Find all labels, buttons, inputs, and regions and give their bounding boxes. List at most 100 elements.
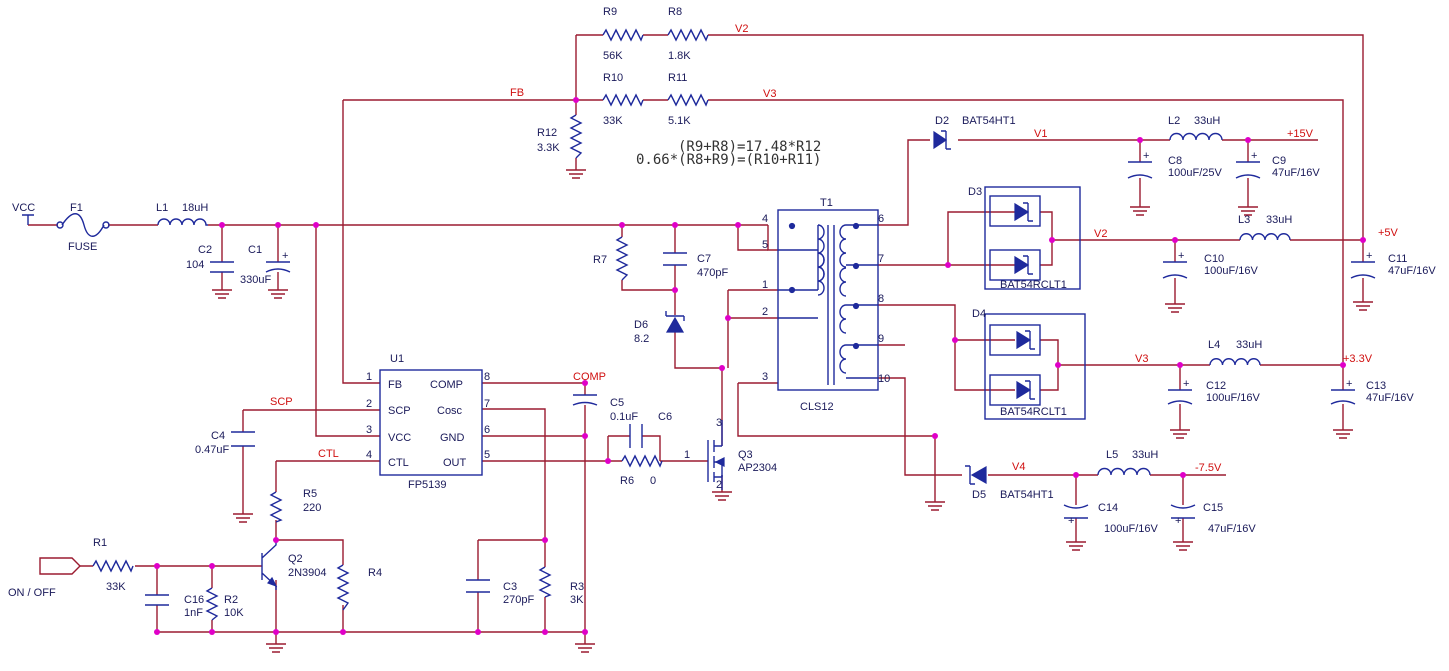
label-d3-part: BAT54RCLT1	[1000, 279, 1067, 291]
label-c10: C10	[1204, 253, 1224, 265]
capacitor-c8	[1127, 161, 1153, 179]
label-c3: C3	[503, 581, 517, 593]
label-c15: C15	[1203, 502, 1223, 514]
pin-number: 1	[366, 371, 372, 383]
label-r3: R3	[570, 581, 584, 593]
inductor-l4	[1209, 358, 1261, 366]
label-r9: R9	[603, 6, 617, 18]
label-r12: R12	[537, 127, 557, 139]
diode-d4	[984, 313, 1086, 420]
fuse-f1-terminal-right	[102, 221, 110, 229]
inductor-l1	[157, 218, 208, 226]
pin-gnd: GND	[440, 432, 465, 444]
svg-text:+: +	[1143, 150, 1149, 162]
net-plus-3v3: +3.3V	[1343, 353, 1373, 365]
junction-dots	[154, 97, 1366, 635]
transistors	[261, 420, 725, 590]
label-d4-part: BAT54RCLT1	[1000, 406, 1067, 418]
label-r9-value: 56K	[603, 50, 623, 62]
label-c13: C13	[1366, 380, 1386, 392]
equation-r8-r9-r10-r11: 0.66*(R8+R9)=(R10+R11)	[636, 152, 821, 168]
label-c14: C14	[1098, 502, 1118, 514]
wires	[28, 34, 1364, 640]
label-d2-part: BAT54HT1	[962, 115, 1016, 127]
label-c15-value: 47uF/16V	[1208, 523, 1256, 535]
pin-ctl: CTL	[388, 457, 409, 469]
label-d2: D2	[935, 115, 949, 127]
diode-d6	[665, 311, 685, 333]
label-r3-value: 3K	[570, 594, 584, 606]
bjt-q2	[261, 540, 278, 590]
net-v2: V2	[1094, 228, 1107, 240]
diodes	[665, 130, 1086, 485]
component-labels: VCC F1 FUSE L1 18uH C2 104 C1 330uF R9 5…	[8, 6, 1436, 619]
label-c5: C5	[610, 397, 624, 409]
pin-number: 7	[878, 253, 884, 265]
inductor-l3	[1239, 233, 1291, 241]
resistors	[92, 28, 709, 621]
label-c8-value: 100uF/25V	[1168, 167, 1222, 179]
resistor-r4	[336, 564, 350, 611]
label-f1: F1	[70, 202, 83, 214]
ground-icon	[566, 168, 586, 179]
vcc-terminal-icon	[22, 214, 34, 225]
net-v3: V3	[1135, 353, 1148, 365]
ground-icon	[268, 288, 288, 299]
label-d4: D4	[972, 308, 986, 320]
ground-icon	[1066, 540, 1086, 551]
label-u1-part: FP5139	[408, 479, 447, 491]
diode-d5	[965, 465, 987, 485]
pin-number: 6	[484, 424, 490, 436]
label-c1-value: 330uF	[240, 274, 271, 286]
resistor-r1	[92, 559, 134, 573]
resistor-r11	[667, 93, 709, 107]
pin-number: 3	[366, 424, 372, 436]
inductor-l2	[1169, 132, 1223, 141]
pin-cosc: Cosc	[437, 405, 463, 417]
label-c4-value: 0.47uF	[195, 444, 230, 456]
pin-vcc: VCC	[388, 432, 411, 444]
svg-text:+: +	[1068, 515, 1074, 527]
pin-number: 9	[878, 333, 884, 345]
label-q3-part: AP2304	[738, 462, 777, 474]
svg-text:+: +	[1178, 250, 1184, 262]
label-q2-part: 2N3904	[288, 567, 327, 579]
ground-symbols	[212, 168, 1373, 653]
pin-number: 4	[762, 213, 768, 225]
label-r5-value: 220	[303, 502, 321, 514]
resistor-r7	[615, 236, 629, 281]
pin-scp: SCP	[388, 405, 411, 417]
label-c11: C11	[1388, 253, 1407, 265]
label-r5: R5	[303, 488, 317, 500]
label-r2: R2	[224, 594, 238, 606]
pin-number: 6	[878, 213, 884, 225]
pin-labels: FB SCP VCC CTL COMP Cosc GND OUT 1 2 3 4…	[366, 213, 890, 491]
diode-d3	[984, 186, 1081, 290]
pin-fb: FB	[388, 379, 402, 391]
label-r8-value: 1.8K	[668, 50, 691, 62]
ground-icon	[1173, 540, 1193, 551]
pin-number: 5	[484, 449, 490, 461]
label-c6: C6	[658, 411, 672, 423]
mosfet-q3	[707, 420, 725, 490]
resistor-r2	[205, 587, 219, 621]
net-labels: FB V2 V3 V1 V2 V3 V4 SCP CTL COMP +15V +…	[270, 23, 1399, 474]
label-l2: L2	[1168, 115, 1180, 127]
pin-number: 2	[762, 306, 768, 318]
net-v1: V1	[1034, 128, 1047, 140]
capacitor-c15	[1170, 504, 1196, 519]
diode-d2	[933, 130, 951, 150]
label-r6: R6	[620, 475, 634, 487]
pin-number: 4	[366, 449, 372, 461]
label-c9: C9	[1272, 155, 1286, 167]
label-c10-value: 100uF/16V	[1204, 265, 1258, 277]
net-ctl: CTL	[318, 448, 339, 460]
label-c8: C8	[1168, 155, 1182, 167]
label-l1-value: 18uH	[182, 202, 208, 214]
capacitor-c13	[1330, 389, 1356, 405]
label-u1: U1	[390, 353, 404, 365]
ground-icon	[925, 500, 945, 511]
label-d3: D3	[968, 186, 982, 198]
ground-icon	[1130, 205, 1150, 216]
